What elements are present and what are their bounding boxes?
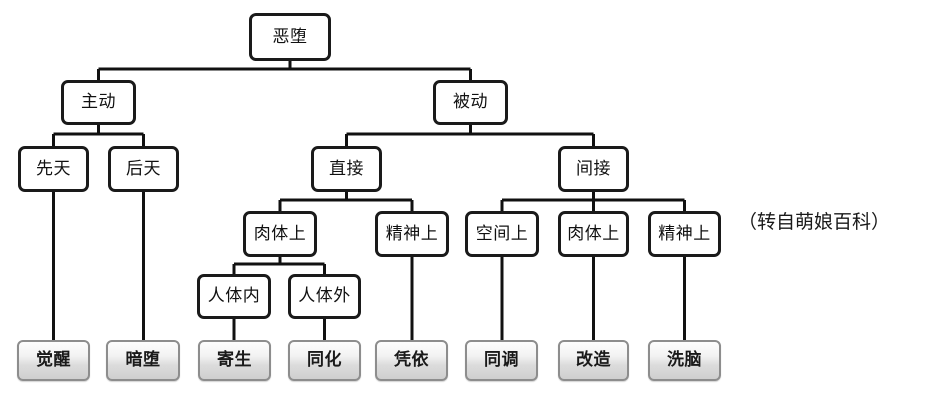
tree-node-direct: 直接 (311, 146, 382, 192)
tree-node-leaf-para: 寄生 (198, 340, 271, 381)
tree-node-root: 恶堕 (249, 13, 331, 61)
tree-node-leaf-assim: 同化 (288, 340, 361, 381)
tree-node-active: 主动 (61, 80, 136, 125)
tree-node-acquired: 后天 (108, 146, 179, 192)
tree-node-passive: 被动 (433, 80, 508, 125)
tree-node-inside: 人体内 (197, 274, 271, 319)
tree-node-i-spirit: 精神上 (648, 211, 721, 257)
tree-node-leaf-sync: 同调 (465, 340, 538, 381)
tree-node-i-body: 肉体上 (558, 211, 629, 257)
tree-node-innate: 先天 (18, 146, 89, 192)
tree-node-i-space: 空间上 (465, 211, 539, 257)
tree-node-leaf-brain: 洗脑 (648, 340, 721, 381)
tree-node-leaf-awaken: 觉醒 (17, 340, 90, 381)
tree-node-indirect: 间接 (558, 146, 629, 192)
source-caption: （转自萌娘百科） (738, 211, 891, 233)
tree-node-outside: 人体外 (288, 274, 361, 319)
tree-node-leaf-remake: 改造 (558, 340, 629, 381)
tree-node-d-body: 肉体上 (243, 211, 317, 257)
tree-node-leaf-fall: 暗堕 (106, 340, 180, 381)
tree-node-d-spirit: 精神上 (375, 211, 449, 257)
tree-node-leaf-poss: 凭依 (375, 340, 448, 381)
